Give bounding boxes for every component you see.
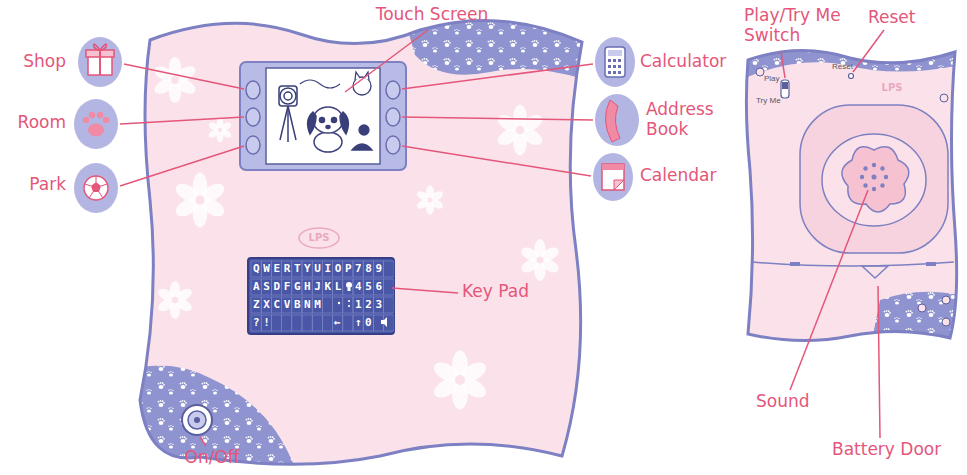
key-symbol: ↑ <box>355 316 365 330</box>
room-icon <box>74 99 118 149</box>
on-off-button <box>182 405 212 435</box>
shop-icon <box>78 37 122 87</box>
callout-label: Play/Try Me Switch <box>744 6 856 45</box>
key-row: ZXCVBNM <box>253 298 325 312</box>
brand-logo: LPS <box>878 82 906 94</box>
back-housing <box>740 40 965 350</box>
logo-badge <box>299 228 339 248</box>
address-book-icon <box>595 94 639 146</box>
reset-marking: Reset <box>832 62 853 72</box>
callout-label: Calendar <box>640 166 740 186</box>
switch-marking: Try Me <box>756 96 781 106</box>
callout-label: Battery Door <box>832 440 958 460</box>
callout-label: Sound <box>756 392 826 412</box>
calendar-icon <box>593 153 633 201</box>
key-row: 123 <box>355 298 386 312</box>
leader-lines <box>120 30 884 446</box>
key-row: ASDFGHJKL <box>253 280 345 294</box>
key-pad <box>248 258 394 334</box>
callout-label: Room <box>8 113 66 133</box>
callout-label: Reset <box>868 8 938 28</box>
key-row: QWERTYUIOP <box>253 262 355 276</box>
callout-label: Address Book <box>646 100 730 139</box>
park-icon <box>74 163 118 213</box>
callout-label: Calculator <box>640 52 744 72</box>
callout-label: Touch Screen <box>372 5 492 25</box>
key-row: 0 <box>365 316 375 330</box>
touch-screen <box>240 62 406 170</box>
callout-label: Park <box>8 175 66 195</box>
key-row: 456 <box>355 280 386 294</box>
callout-label: Key Pad <box>462 282 552 302</box>
key-row: 789 <box>355 262 386 276</box>
callout-label: Shop <box>8 52 66 72</box>
key-row: ?! <box>253 316 273 330</box>
callout-label: On/Off <box>170 448 254 468</box>
brand-logo: LPS <box>301 232 337 244</box>
calculator-icon <box>595 37 635 87</box>
switch-marking: Play <box>764 74 780 84</box>
key-symbol: ← <box>334 316 344 330</box>
